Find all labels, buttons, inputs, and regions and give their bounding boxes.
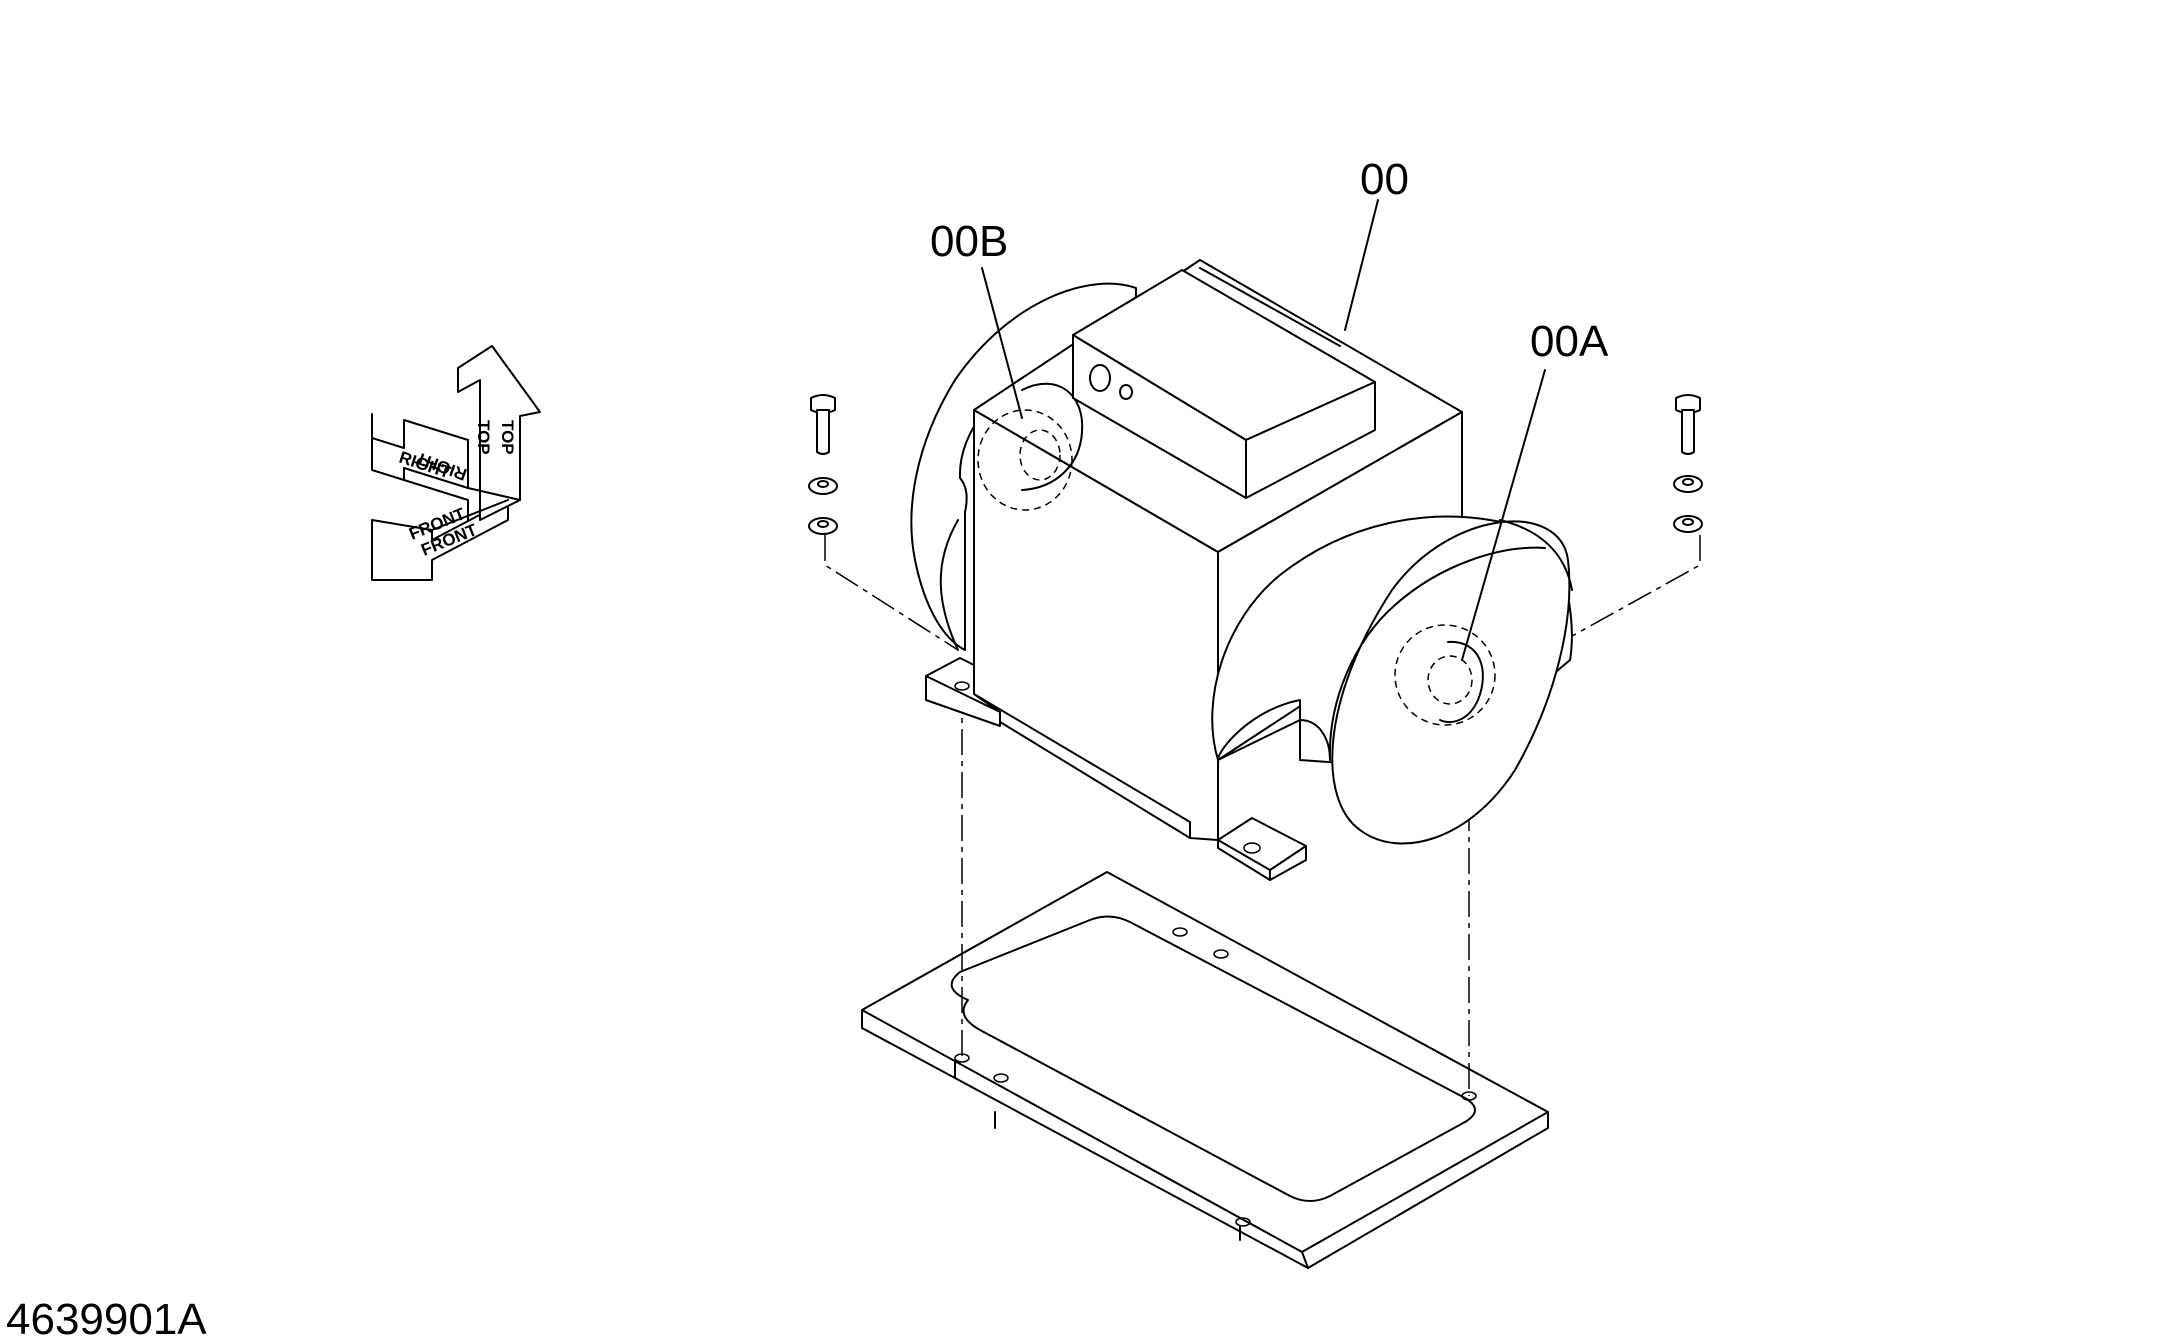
base-plate	[861, 871, 1549, 1269]
terminal-box	[1072, 267, 1376, 499]
callout-left-hub: 00B	[930, 217, 1008, 266]
left-spring-washer	[808, 477, 838, 495]
orientation-indicator: TOP TOP RIGHT RIGHT FRONT FRONT	[371, 345, 541, 581]
callout-main: 00	[1360, 155, 1409, 204]
right-bolt	[1675, 394, 1701, 455]
leader-lines	[981, 199, 1546, 661]
orientation-top-label-b: TOP	[474, 420, 493, 455]
right-flat-washer	[1673, 515, 1703, 533]
orientation-top-label-a: TOP	[498, 420, 517, 455]
mounting-centerlines	[824, 535, 1701, 1096]
right-spring-washer	[1673, 475, 1703, 493]
callout-right-hub: 00A	[1530, 317, 1609, 366]
left-flat-washer	[808, 517, 838, 535]
figure-code: 4639901A	[6, 1295, 207, 1341]
hub-00b	[977, 382, 1084, 511]
left-bolt	[810, 394, 836, 455]
front-end-cover	[1211, 515, 1573, 845]
